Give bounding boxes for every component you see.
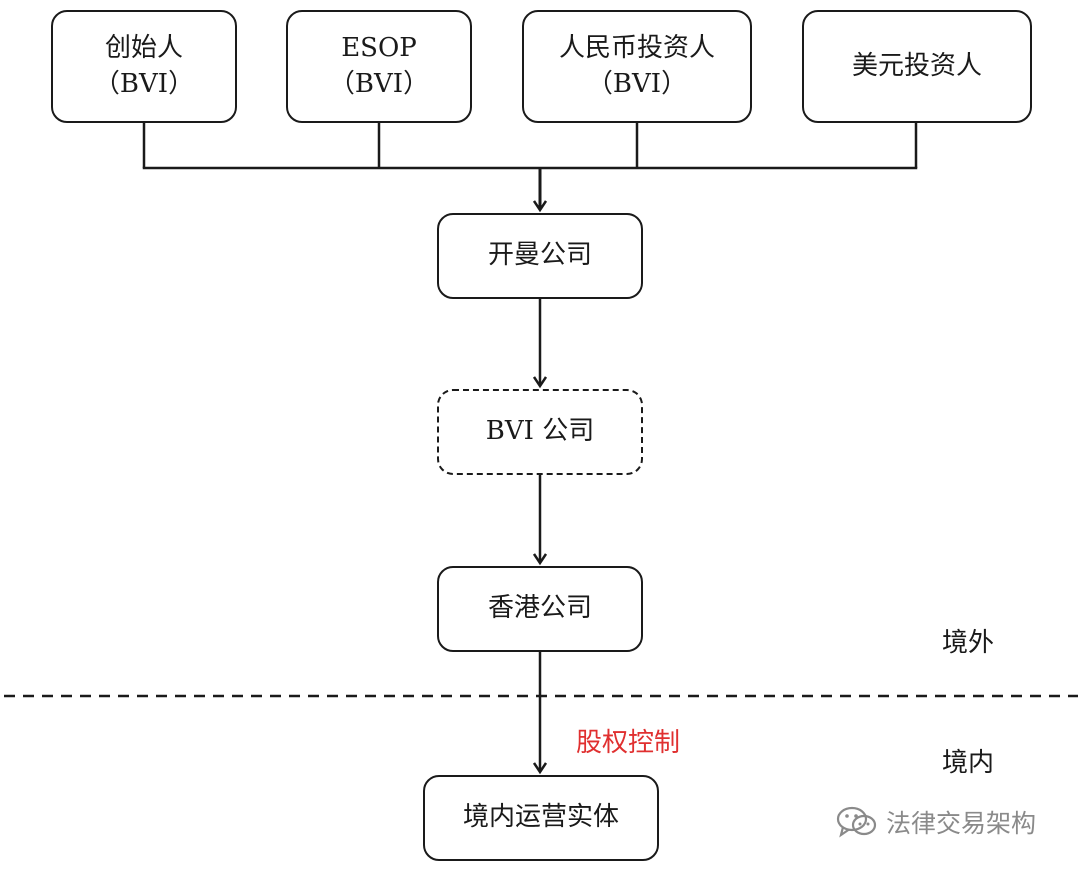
watermark-text: 法律交易架构 [886, 809, 1037, 838]
esop-bvi-node: ESOP （BVI） [286, 10, 472, 123]
bvi-company-label: BVI 公司 [485, 416, 595, 447]
founder-label: 创始人 [104, 33, 183, 64]
cayman-company-node: 开曼公司 [437, 213, 643, 299]
rmb-investor-bvi-node: 人民币投资人 （BVI） [522, 10, 752, 123]
esop-label: ESOP [341, 33, 417, 64]
usd-investor-label: 美元投资人 [851, 50, 982, 81]
rmb-investor-label: 人民币投资人 [558, 33, 715, 64]
cayman-company-label: 开曼公司 [487, 240, 592, 271]
founder-sublabel: （BVI） [93, 68, 195, 99]
offshore-label: 境外 [942, 628, 995, 658]
bvi-company-node: BVI 公司 [437, 389, 643, 475]
onshore-entity-node: 境内运营实体 [423, 775, 659, 861]
hk-company-node: 香港公司 [437, 566, 643, 652]
esop-sublabel: （BVI） [328, 68, 430, 99]
equity-control-label: 股权控制 [576, 728, 681, 758]
wechat-icon [836, 806, 877, 838]
usd-investor-node: 美元投资人 [802, 10, 1032, 123]
rmb-investor-sublabel: （BVI） [586, 68, 688, 99]
watermark: 法律交易架构 [836, 804, 1036, 840]
onshore-label: 境内 [942, 748, 995, 778]
onshore-entity-label: 境内运营实体 [462, 802, 619, 833]
founder-bvi-node: 创始人 （BVI） [51, 10, 237, 123]
hk-company-label: 香港公司 [487, 593, 592, 624]
